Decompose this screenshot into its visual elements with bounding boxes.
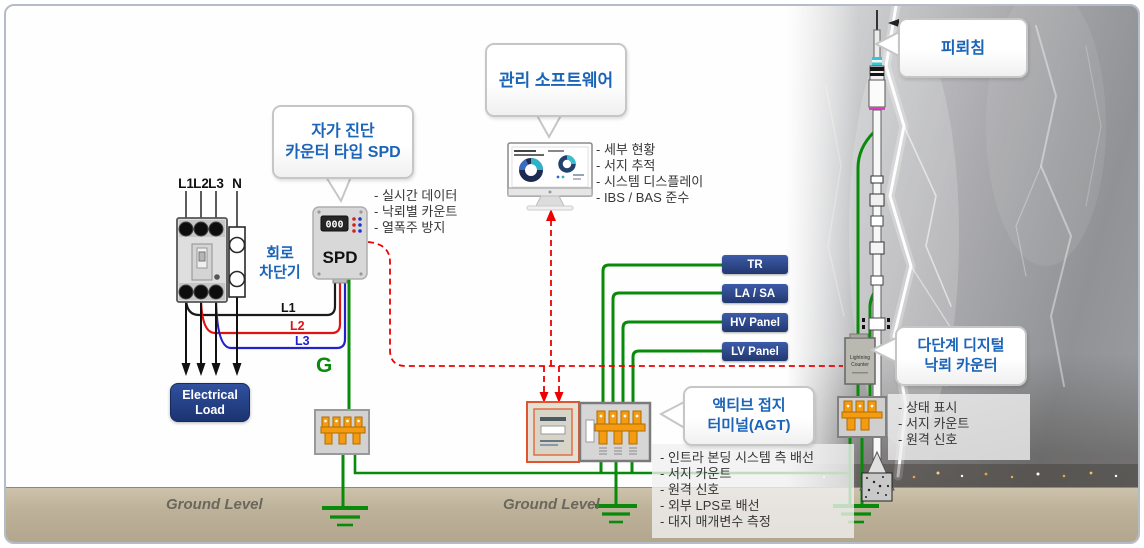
agt-feature-list: - 인트라 본딩 시스템 측 배선 - 서지 카운트 - 원격 신호 - 외부 … <box>652 444 854 538</box>
software-feature-item: - 세부 현황 <box>596 142 656 157</box>
wire-label-l2: L2 <box>290 319 305 333</box>
spd-feature-item: - 열폭주 방지 <box>374 220 446 235</box>
agt-feature-item: - 인트라 본딩 시스템 측 배선 <box>660 450 814 465</box>
phase-label-l3: L3 <box>208 176 224 191</box>
callout-counter-line2: 낙뢰 카운터 <box>924 357 998 374</box>
spd-device: 000 SPD <box>312 206 368 284</box>
phase-label-l2: L2 <box>193 176 209 191</box>
spd-feature-item: - 실시간 데이터 <box>374 188 458 203</box>
wire-label-ground: G <box>316 354 333 377</box>
ground-terminal-left <box>314 409 370 455</box>
callout-agt-line1: 액티브 접지 <box>712 397 786 414</box>
load-line2: Load <box>195 402 225 417</box>
counter-feature-item: - 상태 표시 <box>898 400 958 415</box>
agt-comb-detail <box>599 447 637 455</box>
tag-la-sa: LA / SA <box>722 284 788 303</box>
circuit-breaker-label: 회로 차단기 <box>250 244 310 282</box>
diagram-content: 000 SPD <box>6 6 1138 542</box>
concrete-speckle <box>865 476 890 498</box>
agt-feature-item: - 외부 LPS로 배선 <box>660 498 760 513</box>
neutral-link <box>228 226 246 298</box>
wire-label-l1: L1 <box>281 301 296 315</box>
callout-agt-line2: 터미널(AGT) <box>707 417 791 434</box>
agt-terminal-block <box>578 401 652 463</box>
spd-device-label: SPD <box>323 248 358 267</box>
ground-strip <box>6 487 1138 542</box>
signal-arrowheads <box>539 209 564 403</box>
callout-counter-line1: 다단계 디지털 <box>917 337 1005 354</box>
callout-agt: 액티브 접지 터미널(AGT) <box>683 386 815 446</box>
callout-software: 관리 소프트웨어 <box>485 43 627 117</box>
circuit-breaker-label-line2: 차단기 <box>259 264 301 281</box>
counter-feature-item: - 서지 카운트 <box>898 416 970 431</box>
load-arrows <box>181 297 242 376</box>
software-monitor <box>507 142 593 211</box>
software-feature-item: - IBS / BAS 준수 <box>596 190 690 205</box>
spd-feature-list: - 실시간 데이터 - 낙뢰별 카운트 - 열폭주 방지 <box>374 188 457 236</box>
phase-label-l1: L1 <box>178 176 194 191</box>
feed-lines <box>185 191 238 227</box>
ground-level-label-left: Ground Level <box>166 496 263 513</box>
load-line1: Electrical <box>182 387 238 402</box>
software-feature-item: - 시스템 디스플레이 <box>596 174 704 189</box>
ground-wires <box>341 130 880 508</box>
agt-feature-item: - 대지 매개변수 측정 <box>660 514 771 529</box>
counter-device-line2: Counter <box>851 362 869 368</box>
tag-tr: TR <box>722 255 788 274</box>
circuit-breaker <box>176 217 228 303</box>
agt-monitor-box <box>526 401 580 463</box>
signal-lines <box>367 220 843 394</box>
ground-level-label-center: Ground Level <box>503 496 600 513</box>
lightning-rod-mast <box>859 10 899 502</box>
tag-lv-panel: LV Panel <box>722 342 788 361</box>
agt-feature-item: - 원격 신호 <box>660 482 720 497</box>
software-feature-list: - 세부 현황 - 서지 추적 - 시스템 디스플레이 - IBS / BAS … <box>596 142 703 206</box>
circuit-breaker-label-line1: 회로 <box>266 245 294 262</box>
tag-hv-panel: HV Panel <box>722 313 788 332</box>
callout-counter: 다단계 디지털 낙뢰 카운터 <box>895 326 1027 386</box>
counter-device-line1: Lightning <box>850 355 871 361</box>
spd-feature-item: - 낙뢰별 카운트 <box>374 204 458 219</box>
agt-feature-item: - 서지 카운트 <box>660 466 732 481</box>
spd-counter-display: 000 <box>325 220 343 231</box>
counter-feature-list: - 상태 표시 - 서지 카운트 - 원격 신호 <box>888 394 1030 460</box>
wire-label-l3: L3 <box>295 334 310 348</box>
software-feature-item: - 서지 추적 <box>596 158 656 173</box>
callout-software-label: 관리 소프트웨어 <box>498 70 614 90</box>
callout-spd: 자가 진단 카운터 타입 SPD <box>272 105 414 179</box>
callout-rod-label: 피뢰침 <box>940 39 986 57</box>
spd-status-leds <box>352 217 362 233</box>
counter-feature-item: - 원격 신호 <box>898 432 958 447</box>
callout-spd-line1: 자가 진단 <box>311 123 375 140</box>
electrical-load-box: Electrical Load <box>170 383 250 422</box>
callout-spd-line2: 카운터 타입 SPD <box>285 144 401 161</box>
callout-rod: 피뢰침 <box>898 18 1028 78</box>
phase-wires <box>184 278 347 350</box>
diagram-frame: 000 SPD <box>4 4 1140 544</box>
ground-terminal-right <box>837 396 887 438</box>
lightning-counter-device: Lightning Counter <box>844 333 876 385</box>
phase-label-n: N <box>232 176 242 191</box>
wiring-art: 000 SPD <box>176 10 904 527</box>
